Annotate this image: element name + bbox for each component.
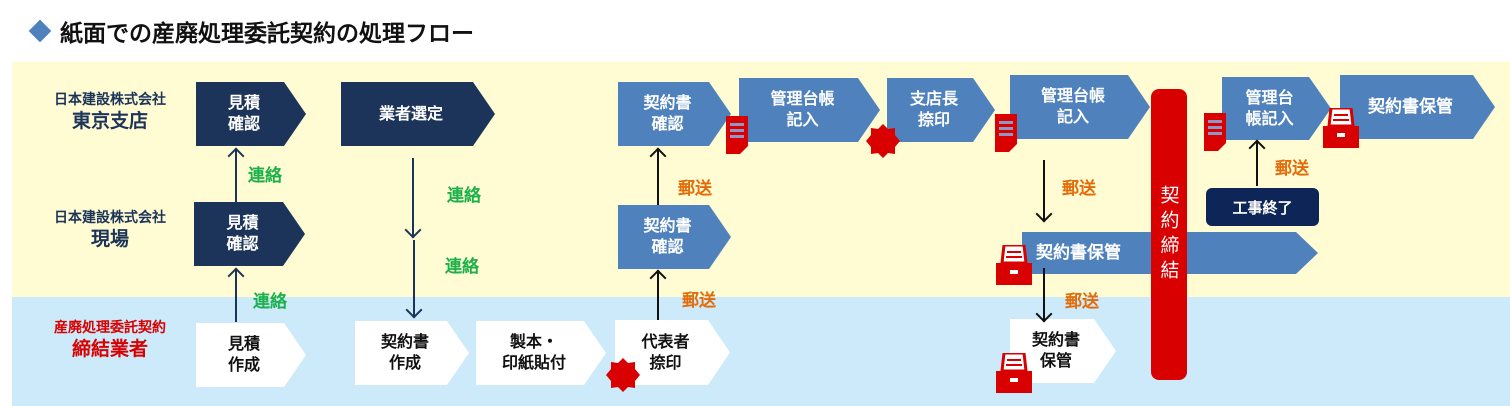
arrow-down xyxy=(1043,160,1045,220)
archive-box-icon xyxy=(1323,108,1359,148)
step-contract-check-branch: 契約書確認 xyxy=(618,82,731,146)
ledger-document-icon xyxy=(726,116,748,154)
step-contract-storage-final: 契約書保管 xyxy=(1340,75,1495,139)
lane-label-contractor: 産廃処理委託契約締結業者 xyxy=(54,320,166,360)
lane-label-site: 日本建設株式会社現場 xyxy=(54,210,166,250)
arrow-up xyxy=(235,150,237,202)
step-estimate-check-branch: 見積確認 xyxy=(196,82,306,146)
ledger-document-icon xyxy=(995,114,1017,152)
edge-label-contact: 連絡 xyxy=(253,292,287,312)
lane-label-tokyo-branch: 日本建設株式会社東京支店 xyxy=(54,92,166,132)
step-ledger-entry-2: 管理台帳記入 xyxy=(1010,75,1150,139)
step-estimate-check-site: 見積確認 xyxy=(194,202,305,266)
arrow-down xyxy=(1043,268,1045,320)
step-ledger-entry-3: 管理台帳記入 xyxy=(1222,77,1331,140)
arrow-up xyxy=(1256,142,1258,186)
edge-label-contact: 連絡 xyxy=(445,257,479,277)
edge-label-mail: 郵送 xyxy=(1065,292,1099,312)
step-contract-create: 契約書作成 xyxy=(355,321,469,385)
seal-stamp-icon xyxy=(606,358,640,392)
edge-label-contact: 連絡 xyxy=(447,186,481,206)
arrow-up xyxy=(657,272,659,320)
step-contract-check-site: 契約書確認 xyxy=(618,205,731,269)
seal-stamp-icon xyxy=(866,124,900,158)
arrow-down xyxy=(412,158,414,236)
edge-label-mail: 郵送 xyxy=(1275,159,1309,179)
edge-label-mail: 郵送 xyxy=(678,179,712,199)
step-estimate-create: 見積作成 xyxy=(196,323,306,387)
ledger-document-icon xyxy=(1204,113,1226,151)
step-binding-stamp: 製本・印紙貼付 xyxy=(476,321,606,385)
page-title: 紙面での産廃処理委託契約の処理フロー xyxy=(28,14,474,48)
edge-label-mail: 郵送 xyxy=(1062,179,1096,199)
edge-label-contact: 連絡 xyxy=(248,166,282,186)
arrow-down xyxy=(413,240,415,316)
archive-box-icon xyxy=(996,245,1032,285)
arrow-up xyxy=(235,270,237,322)
step-contractor-selection: 業者選定 xyxy=(341,82,495,146)
edge-label-mail: 郵送 xyxy=(682,291,716,311)
contract-conclusion-bar: 契約締結 xyxy=(1151,89,1187,380)
arrow-up xyxy=(657,150,659,205)
step-construction-complete: 工事終了 xyxy=(1206,188,1319,226)
diamond-bullet-icon xyxy=(28,19,52,43)
archive-box-icon xyxy=(996,353,1032,393)
step-ledger-entry-1: 管理台帳記入 xyxy=(739,78,880,142)
step-branch-manager-seal: 支店長捺印 xyxy=(887,78,995,142)
